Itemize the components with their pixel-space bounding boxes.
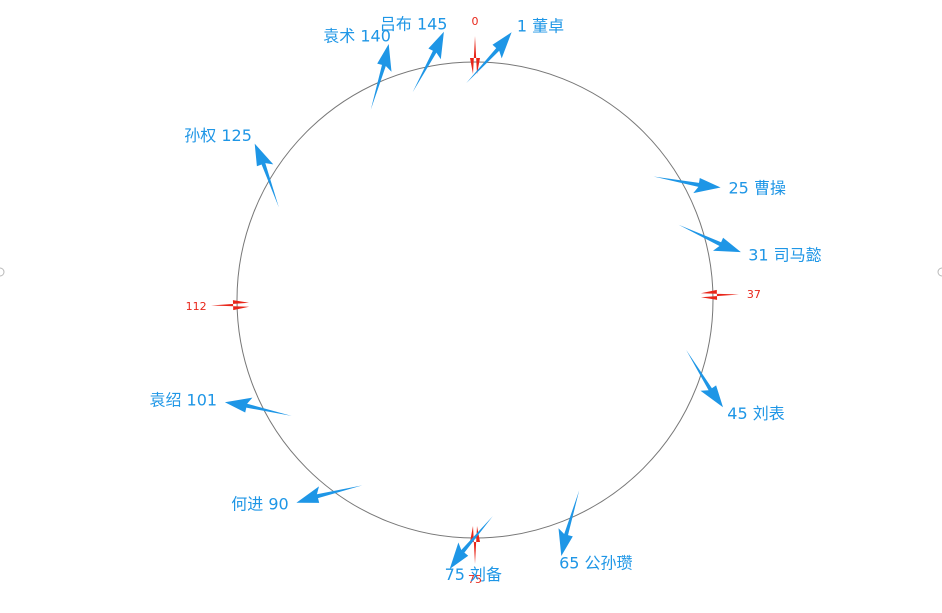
node-label-yuanshao: 袁绍 101 <box>149 391 217 410</box>
node-label-dongzhuo: 1 董卓 <box>517 16 564 35</box>
tick-arrow-0 <box>470 36 480 74</box>
tick-label-75: 75 <box>468 573 482 586</box>
node-arrow-yuanshu <box>370 44 392 110</box>
node-arrow-dongzhuo <box>466 32 512 84</box>
node-arrow-liubei <box>449 516 493 569</box>
ring-circle <box>236 61 714 539</box>
node-arrow-simayi <box>678 224 741 253</box>
tick-label-37: 37 <box>747 288 761 301</box>
node-label-sunquan: 孙权 125 <box>184 126 252 145</box>
node-label-gongsunzan: 65 公孙瓒 <box>559 554 632 573</box>
tick-label-112: 112 <box>186 300 207 313</box>
node-arrow-liubiao <box>686 350 723 408</box>
tick-arrow-112 <box>211 300 250 311</box>
node-label-yuanshu: 袁术 140 <box>323 26 391 45</box>
left-edge-handle <box>0 267 5 277</box>
node-label-simayi: 31 司马懿 <box>748 245 821 264</box>
tick-markers: 0 37 75 112 <box>186 15 761 586</box>
node-arrow-hejin <box>296 485 363 503</box>
node-arrow-gongsunzan <box>558 490 580 556</box>
node-arrow-lvbu <box>412 31 444 93</box>
tick-arrow-37 <box>700 289 739 300</box>
node-label-caocao: 25 曹操 <box>729 179 786 198</box>
node-arrow-yuanshao <box>224 397 292 416</box>
node-label-liubiao: 45 刘表 <box>727 404 784 423</box>
node-label-lvbu: 吕布 145 <box>380 15 448 34</box>
node-label-hejin: 何进 90 <box>231 495 288 514</box>
node-label-liubei: 75 刘备 <box>445 565 502 584</box>
node-arrow-caocao <box>653 176 721 194</box>
node-markers: 1 董卓 25 曹操 31 司马懿 45 刘表 65 公孙瓒 75 刘备 何进 90 袁绍 1… <box>149 15 821 585</box>
right-edge-handle <box>937 267 942 277</box>
tick-label-0: 0 <box>472 15 479 28</box>
node-arrow-sunquan <box>254 143 279 208</box>
